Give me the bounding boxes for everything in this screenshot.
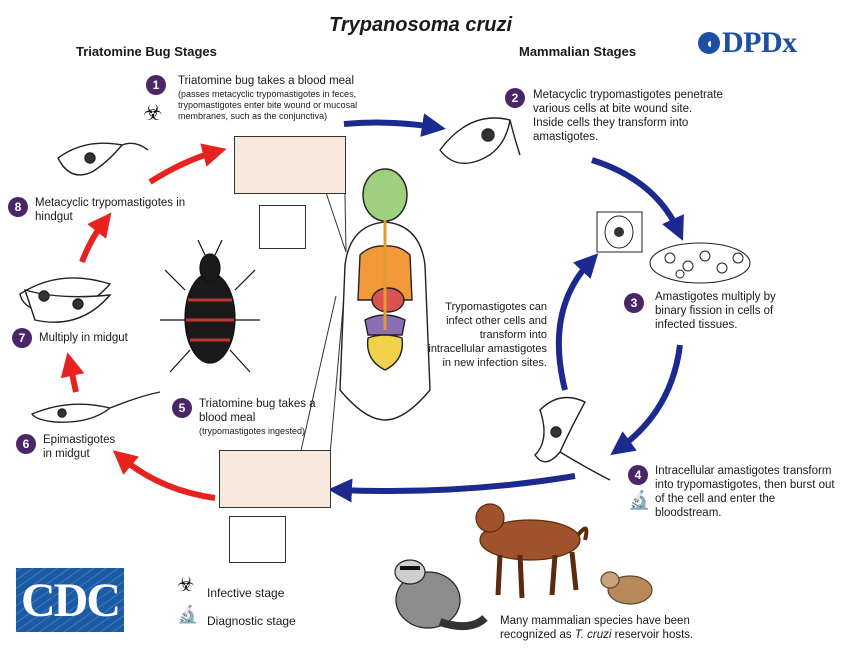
- step-6-badge: 6: [16, 434, 36, 454]
- step-7-badge: 7: [12, 328, 32, 348]
- reinfection-note: Trypomastigotes can infect other cells a…: [428, 301, 547, 369]
- legend-diagnostic-stage: Diagnostic stage: [207, 614, 296, 628]
- legend-infective-stage: Infective stage: [207, 586, 285, 600]
- triatomine-stages-header: Triatomine Bug Stages: [76, 44, 217, 59]
- human-figure: [339, 168, 431, 421]
- legend-biohazard-icon: ☣: [177, 574, 195, 596]
- cdc-logo-text: CDC: [21, 573, 121, 627]
- diagram-title: Trypanosoma cruzi: [328, 14, 513, 36]
- step-4-text: Intracellular amastigotes transform into…: [655, 465, 835, 519]
- bite-panel-bottom: [219, 450, 331, 508]
- biohazard-icon: ☣: [143, 100, 163, 125]
- step-5-note: (trypomastigotes ingested): [199, 426, 306, 436]
- step-1-badge: 1: [146, 75, 166, 95]
- reservoir-note: Many mammalian species have been recogni…: [500, 614, 710, 642]
- red-arrow-8-to-1: [148, 143, 227, 185]
- cdc-logo[interactable]: CDC: [16, 568, 124, 632]
- feces-inset-top: [259, 205, 306, 249]
- reservoir-note-after: reservoir hosts.: [611, 629, 694, 641]
- step-1-text: Triatomine bug takes a blood meal: [178, 75, 355, 87]
- reservoir-note-species: T. cruzi: [574, 629, 612, 641]
- dpdx-logo-mark: ◖: [698, 32, 720, 54]
- step-1-note: (passes metacyclic trypomastigotes in fe…: [178, 89, 358, 121]
- blue-arrow-1-to-2: [343, 113, 446, 137]
- opossum: [600, 571, 653, 605]
- blood-inset-bottom: [229, 516, 286, 563]
- red-arrow-6-to-7: [60, 352, 85, 393]
- step-7-text: Multiply in midgut: [39, 332, 128, 344]
- dpdx-logo[interactable]: ◖ DPDx: [698, 26, 797, 60]
- step-8-badge: 8: [8, 197, 28, 217]
- step-2-text: Metacyclic trypomastigotes penetrate var…: [533, 89, 723, 143]
- step-2-badge: 2: [505, 88, 525, 108]
- blue-arrow-4-to-5: [328, 473, 576, 503]
- epimastigote-6: [30, 391, 161, 423]
- legend-microscope-icon: 🔬: [177, 605, 199, 624]
- step-5-text: Triatomine bug takes a blood meal: [199, 398, 316, 424]
- dog: [475, 503, 589, 599]
- step-6-text: Epimastigotes in midgut: [43, 434, 116, 460]
- trypomastigote-left-top: [57, 142, 149, 176]
- bite-panel-top: [234, 136, 346, 194]
- trypomastigote-bloodstream: [534, 396, 611, 481]
- epimastigote-midgut-7: [19, 277, 112, 323]
- reservoir-note-before: Many mammalian species have been recogni…: [500, 615, 690, 641]
- step-8-text: Metacyclic trypomastigotes in hindgut: [35, 197, 186, 223]
- mammalian-stages-header: Mammalian Stages: [519, 44, 637, 59]
- step-4-badge: 4: [628, 465, 648, 485]
- raccoon: [394, 559, 488, 631]
- blue-arrow-2-to-3: [591, 157, 684, 241]
- red-arrow-7-to-8: [79, 212, 112, 264]
- dpdx-logo-text: DPDx: [722, 26, 797, 59]
- microscope-icon: 🔬: [628, 490, 651, 510]
- metacyclic-trypomastigote-right: [439, 117, 521, 164]
- blue-arrow-reinfection: [555, 253, 599, 391]
- infected-tissue: [649, 242, 751, 284]
- step-5-badge: 5: [172, 398, 192, 418]
- blue-arrow-3-to-4: [610, 344, 683, 456]
- step-3-badge: 3: [624, 293, 644, 313]
- red-arrow-5-to-6: [112, 450, 216, 501]
- step-3-text: Amastigotes multiply by binary fission i…: [655, 291, 776, 331]
- triatomine-bug: [160, 239, 260, 373]
